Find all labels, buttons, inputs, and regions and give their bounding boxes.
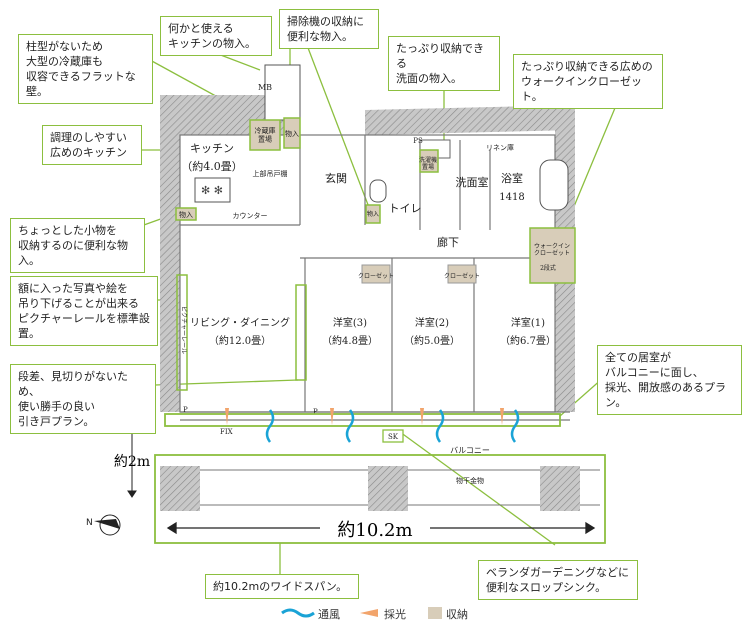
ventilation-legend-icon	[281, 608, 315, 618]
slop-sink	[382, 429, 404, 443]
svg-text:N: N	[86, 518, 93, 528]
callout-kitchen: 調理のしやすい 広めのキッチン	[42, 125, 142, 165]
picture-rail-label: ピクチャーレール	[180, 306, 187, 354]
interior-walls	[179, 134, 570, 421]
bath-size: 1418	[499, 192, 524, 203]
entrance-storage	[365, 204, 381, 224]
picture-rail-left	[176, 274, 188, 391]
closet-3	[361, 264, 391, 284]
linen-label: リネン庫	[486, 143, 514, 152]
span-label: 約10.2m	[337, 520, 412, 541]
small-storage	[175, 207, 197, 221]
kitchen-storage	[283, 117, 301, 149]
western2-label: 洋室(2)	[415, 316, 449, 329]
picture-rail-center	[295, 284, 307, 381]
western1-size: （約6.7畳）	[500, 334, 556, 347]
storage-label-entrance: 物入	[367, 210, 379, 218]
outer-walls	[160, 64, 575, 412]
legend-ventilation: 通風	[318, 608, 340, 621]
callout-kitchen-storage: 何かと使える キッチンの物入。	[160, 16, 272, 56]
light-arrows	[225, 408, 504, 425]
western2-size: （約5.0畳）	[404, 334, 460, 347]
western3-label: 洋室(3)	[333, 316, 367, 329]
ps-label: PS	[413, 137, 423, 145]
lighting-legend-icon	[360, 609, 378, 617]
mb-label: MB	[258, 83, 272, 92]
wic-label: ウォークインクローゼット	[534, 242, 570, 257]
callout-flat-wall: 柱型がないため 大型の冷蔵庫も 収容できるフラットな壁。	[18, 34, 153, 104]
window-line	[164, 413, 561, 427]
ventilation-arrows	[265, 409, 520, 443]
storage-areas	[175, 117, 576, 284]
entrance-label: 玄関	[325, 171, 347, 185]
p-label-1: P	[183, 406, 188, 414]
bath-label: 浴室	[501, 171, 523, 185]
living-label: リビング・ダイニング	[190, 316, 290, 329]
hallway-label: 廊下	[437, 235, 459, 249]
western1-label: 洋室(1)	[511, 316, 545, 329]
washroom-label: 洗面室	[456, 175, 489, 189]
callout-washroom-storage: たっぷり収納できる 洗面の物入。	[388, 36, 500, 91]
closet-2-label: クローゼット	[444, 272, 480, 280]
kitchen-size: （約4.0畳）	[181, 159, 243, 173]
p-label-2: P	[313, 408, 318, 416]
western3-size: （約4.8畳）	[322, 334, 378, 347]
callout-walk-in-closet: たっぷり収納できる広めの ウォークインクローゼット。	[513, 54, 663, 109]
callout-vacuum-storage: 掃除機の収納に 便利な物入。	[279, 9, 379, 49]
living-size: （約12.0畳）	[209, 334, 271, 347]
closet-2	[447, 264, 477, 284]
storage-legend-icon	[428, 607, 442, 619]
balcony-frame	[154, 454, 606, 544]
callout-wide-span: 約10.2mのワイドスパン。	[205, 574, 359, 599]
closet-3-label: クローゼット	[358, 272, 394, 280]
upper-cabinet-label: 上部吊戸棚	[253, 169, 288, 178]
svg-text:✻ ✻: ✻ ✻	[201, 184, 223, 197]
compass-icon: N	[86, 514, 121, 536]
washer-label: 洗濯機置場	[419, 156, 437, 171]
toilet-label: トイレ	[389, 202, 422, 215]
storage-label-kitchen: 物入	[285, 129, 299, 138]
callout-slop-sink: ベランダガーデニングなどに 便利なスロップシンク。	[478, 560, 638, 600]
balcony-label: バルコニー	[450, 446, 490, 455]
callout-small-storage: ちょっとした小物を 収納するのに便利な物入。	[10, 218, 145, 273]
fix-label: FIX	[220, 428, 233, 436]
fixtures: ✻ ✻	[194, 139, 569, 211]
callout-sliding-door: 段差、見切りがないため、 使い勝手の良い 引き戸プラン。	[10, 364, 156, 434]
callout-balcony-rooms: 全ての居室が バルコニーに面し、 採光、開放感のあるプラン。	[597, 345, 742, 415]
wic-sub-label: 2段式	[540, 264, 556, 272]
kitchen-label: キッチン	[190, 142, 234, 155]
fridge-label: 冷蔵庫置場	[255, 126, 276, 143]
sk-label: SK	[388, 433, 399, 441]
fridge-area	[249, 119, 281, 151]
callout-picture-rail: 額に入った写真や絵を 吊り下げることが出来る ピクチャーレールを標準設置。	[10, 276, 158, 346]
balcony-interior	[160, 466, 600, 511]
drying-hardware-label: 物干金物	[456, 476, 484, 485]
legend-storage: 収納	[446, 608, 468, 621]
legend-lighting: 採光	[384, 608, 406, 621]
storage-label-small: 物入	[179, 210, 193, 219]
counter-label: カウンター	[233, 211, 268, 220]
walk-in-closet	[529, 227, 576, 284]
washroom-storage	[419, 149, 439, 173]
depth-label: 約2m	[114, 454, 150, 470]
